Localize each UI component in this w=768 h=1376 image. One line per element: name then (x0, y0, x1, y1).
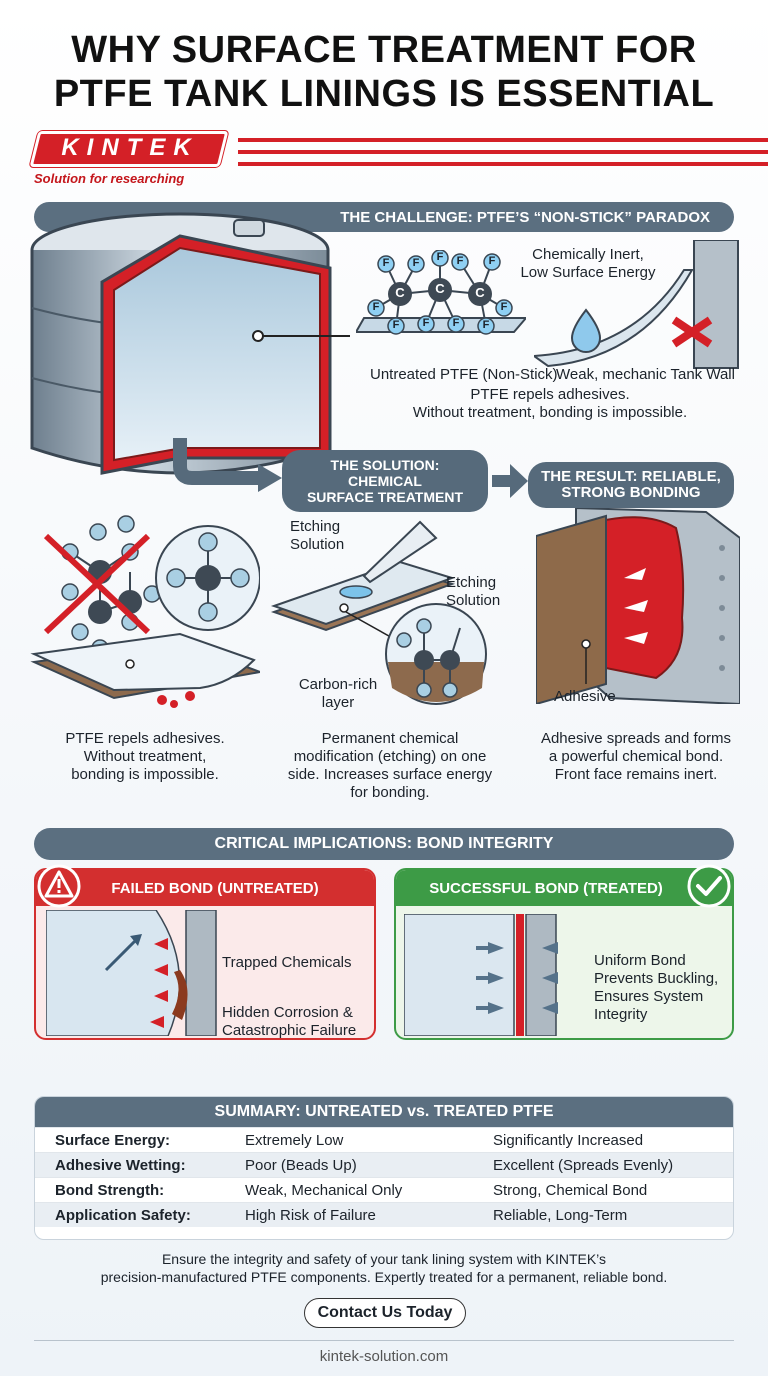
tank-illustration (30, 212, 350, 492)
summary-row-label: Application Safety: (55, 1206, 191, 1224)
arrow-right-icon (492, 464, 528, 498)
fluorine-atom-label: F (372, 301, 380, 313)
ptfe-molecule-illustration (356, 250, 526, 335)
fluorine-atom-label: F (412, 257, 420, 269)
etching-label-left: Etching Solution (290, 518, 345, 553)
logo-tagline: Solution for researching (34, 171, 185, 186)
summary-treated-cell: Reliable, Long-Term (493, 1206, 628, 1224)
repelled-adhesive-illustration (30, 515, 260, 708)
adhesive-label: Adhesive (554, 688, 616, 705)
drop-on-wall-illustration (534, 240, 739, 369)
summary-untreated-cell: Poor (Beads Up) (245, 1156, 357, 1174)
carbon-atom-label: C (395, 285, 405, 300)
table-row: Bond Strength: Weak, Mechanical Only Stron… (35, 1177, 733, 1202)
successful-bond-illustration (404, 914, 558, 1036)
fluorine-atom-label: F (382, 257, 390, 269)
fluorine-atom-label: F (482, 319, 490, 331)
successful-bond-card: SUCCESSFUL BOND (TREATED) Uniform Bond P… (394, 868, 734, 1040)
summary-rows: Surface Energy: Extremely Low Significantl… (35, 1127, 733, 1227)
table-row: Application Safety: High Risk of Failure R… (35, 1202, 733, 1227)
etching-label-right: Etching Solution (446, 574, 501, 609)
inert-label: Chemically Inert, Low Surface Energy (520, 246, 656, 281)
cta-text: Ensure the integrity and safety of your … (100, 1251, 668, 1285)
carbon-atom-label: C (435, 281, 445, 296)
carbon-atom-label: C (475, 285, 485, 300)
footer-divider (34, 1340, 734, 1341)
weak-wall-label: Weak, mechanic Tank Wall (556, 366, 735, 383)
challenge-heading: THE CHALLENGE: PTFE’S “NON-STICK” PARADO… (340, 208, 710, 226)
warning-icon (37, 864, 81, 908)
solution-caption: Permanent chemical modification (etching… (287, 730, 493, 801)
result-caption: Adhesive spreads and forms a powerful ch… (540, 730, 732, 783)
header-stripe (238, 138, 768, 142)
title-line-1: WHY SURFACE TREATMENT FOR (71, 29, 697, 71)
fluorine-atom-label: F (500, 301, 508, 313)
summary-heading: SUMMARY: UNTREATED vs. TREATED PTFE (35, 1097, 733, 1127)
failed-bond-header: FAILED BOND (UNTREATED) (36, 870, 374, 906)
footer-url[interactable]: kintek-solution.com (319, 1348, 449, 1365)
summary-untreated-cell: Extremely Low (245, 1131, 344, 1149)
left-panel-caption: PTFE repels adhesives. Without treatment… (65, 730, 225, 783)
summary-table: SUMMARY: UNTREATED vs. TREATED PTFE Surf… (34, 1096, 734, 1240)
summary-treated-cell: Significantly Increased (493, 1131, 644, 1149)
solution-banner: THE SOLUTION: CHEMICAL SURFACE TREATMENT (282, 450, 488, 512)
result-banner: THE RESULT: RELIABLE, STRONG BONDING (528, 462, 734, 508)
corrosion-label: Hidden Corrosion & Catastrophic Failure (222, 1004, 357, 1039)
carbon-layer-label: Carbon-rich layer (298, 676, 378, 711)
fluorine-atom-label: F (456, 255, 464, 267)
table-row: Surface Energy: Extremely Low Significantl… (35, 1127, 733, 1152)
fluorine-atom-label: F (422, 317, 430, 329)
trapped-chemicals-label: Trapped Chemicals (222, 954, 352, 971)
summary-untreated-cell: High Risk of Failure (245, 1206, 376, 1224)
header-stripe (238, 162, 768, 166)
table-row: Adhesive Wetting: Poor (Beads Up) Excellen… (35, 1152, 733, 1177)
fluorine-atom-label: F (392, 319, 400, 331)
page-title: WHY SURFACE TREATMENT FOR PTFE TANK LINI… (0, 28, 768, 116)
etching-illustration (270, 520, 487, 705)
summary-row-label: Adhesive Wetting: (55, 1156, 186, 1174)
checkmark-icon (687, 864, 731, 908)
uniform-bond-label: Uniform Bond Prevents Buckling, Ensures … (594, 952, 719, 1023)
bonded-lining-illustration (536, 508, 740, 704)
untreated-ptfe-label: Untreated PTFE (Non-Stick) (370, 366, 558, 383)
successful-bond-header: SUCCESSFUL BOND (TREATED) (396, 870, 732, 906)
logo-brand: KINTEK (61, 134, 199, 161)
summary-treated-cell: Excellent (Spreads Evenly) (493, 1156, 674, 1174)
fluorine-atom-label: F (452, 317, 460, 329)
challenge-caption: PTFE repels adhesives. Without treatment… (412, 386, 688, 421)
summary-row-label: Surface Energy: (55, 1131, 171, 1149)
fluorine-atom-label: F (436, 251, 444, 263)
fluorine-atom-label: F (488, 255, 496, 267)
summary-treated-cell: Strong, Chemical Bond (493, 1181, 648, 1199)
failed-bond-card: FAILED BOND (UNTREATED) Trapped Chemical… (34, 868, 376, 1040)
contact-us-button[interactable]: Contact Us Today (304, 1298, 466, 1328)
title-line-2: PTFE TANK LININGS IS ESSENTIAL (53, 73, 715, 115)
summary-row-label: Bond Strength: (55, 1181, 165, 1199)
header-stripe (238, 150, 768, 154)
implications-banner: CRITICAL IMPLICATIONS: BOND INTEGRITY (34, 828, 734, 860)
summary-untreated-cell: Weak, Mechanical Only (245, 1181, 403, 1199)
failed-bond-illustration (46, 910, 217, 1036)
